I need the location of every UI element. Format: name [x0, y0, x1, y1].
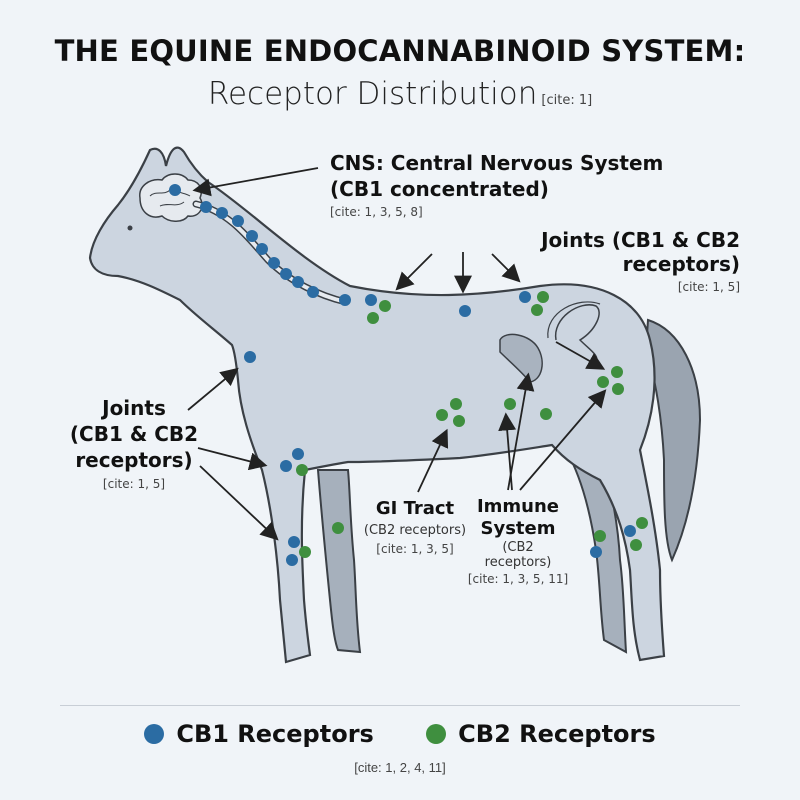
- cb1-dot: [459, 305, 471, 317]
- cb2-receptor-group: [296, 291, 648, 558]
- cb1-dot: [232, 215, 244, 227]
- cb2-legend-dot: [426, 724, 447, 744]
- cns-arrow: [192, 167, 319, 197]
- immune-label-sub1: (CB2: [502, 540, 534, 555]
- cb1-dot: [307, 286, 319, 298]
- joints-top-label: Joints (CB1 & CB2 receptors) [cite: 1, 5…: [430, 228, 740, 294]
- page-subtitle: Receptor Distribution[cite: 1]: [0, 76, 800, 112]
- joints-top-label-cite: [cite: 1, 5]: [677, 280, 740, 294]
- joints-top-arrow-1: [395, 253, 433, 291]
- legend-cite: [cite: 1, 2, 4, 11]: [354, 760, 446, 775]
- subtitle-cite: [cite: 1]: [541, 93, 593, 108]
- gi-label: GI Tract (CB2 receptors) [cite: 1, 3, 5]: [350, 498, 480, 556]
- cb1-dot: [624, 525, 636, 537]
- joints-top-arrow-3: [491, 253, 521, 283]
- cns-label-line2: (CB1 concentrated): [330, 177, 549, 201]
- immune-label-line2: System: [480, 518, 556, 539]
- joints-left-line2: (CB1 & CB2: [69, 422, 199, 446]
- cb1-legend-label: CB1 Receptors: [176, 720, 374, 748]
- cb2-dot: [296, 464, 308, 476]
- joints-left-arrow-3: [199, 465, 279, 541]
- cb1-dot: [256, 243, 268, 255]
- cb1-dot: [169, 184, 181, 196]
- intestine-icon: [555, 304, 600, 363]
- horse-eye: [127, 225, 133, 231]
- intestine-fold: [547, 301, 601, 339]
- cb2-dot: [379, 300, 391, 312]
- cns-label-line1: CNS: Central Nervous System: [330, 151, 664, 175]
- cb1-dot: [268, 257, 280, 269]
- brain-icon: [139, 173, 203, 222]
- cns-label-cite: [cite: 1, 3, 5, 8]: [330, 205, 423, 219]
- cb1-dot: [292, 276, 304, 288]
- cb2-dot: [636, 517, 648, 529]
- cb1-dot: [519, 291, 531, 303]
- cb2-legend-label: CB2 Receptors: [458, 720, 656, 748]
- cns-label: CNS: Central Nervous System (CB1 concent…: [330, 150, 663, 222]
- cb2-dot: [611, 366, 623, 378]
- joints-left-arrow-2: [197, 447, 268, 471]
- cb1-dot: [280, 268, 292, 280]
- cb1-legend-dot: [144, 724, 165, 744]
- joints-left-label: Joints (CB1 & CB2 receptors) [cite: 1, 5…: [54, 395, 214, 495]
- cb1-dot: [292, 448, 304, 460]
- immune-arrow-3: [519, 389, 607, 491]
- horse-tail: [644, 318, 702, 563]
- immune-label-cite: [cite: 1, 3, 5, 11]: [467, 572, 569, 586]
- horse-body: [88, 146, 666, 664]
- legend-divider: [60, 705, 740, 706]
- cb1-dot: [590, 546, 602, 558]
- cb1-dot: [244, 351, 256, 363]
- cb2-dot: [436, 409, 448, 421]
- joints-top-label-text: Joints (CB1 & CB2 receptors): [541, 228, 740, 276]
- cb2-dot: [594, 530, 606, 542]
- cb1-dot: [280, 460, 292, 472]
- cb1-dot: [200, 201, 212, 213]
- cb2-dot: [537, 291, 549, 303]
- joints-left-cite: [cite: 1, 5]: [102, 477, 166, 491]
- cb2-dot: [612, 383, 624, 395]
- legend: CB1 Receptors CB2 Receptors: [0, 720, 800, 750]
- cb1-receptor-group: [169, 184, 636, 566]
- legend-cb2: CB2 Receptors: [426, 720, 656, 748]
- cb1-dot: [216, 207, 228, 219]
- gi-arrow: [417, 428, 449, 493]
- cb1-dot: [339, 294, 351, 306]
- joints-left-line1: Joints: [102, 396, 166, 420]
- cb2-dot: [450, 398, 462, 410]
- joints-left-arrow-1: [187, 367, 239, 411]
- joints-left-line3: receptors): [75, 448, 193, 472]
- immune-label-sub2: receptors): [484, 555, 552, 570]
- cb1-dot: [365, 294, 377, 306]
- cb2-dot: [453, 415, 465, 427]
- cb2-dot: [597, 376, 609, 388]
- cb2-dot: [299, 546, 311, 558]
- cb2-dot: [630, 539, 642, 551]
- cb2-dot: [367, 312, 379, 324]
- immune-label-line1: Immune: [476, 496, 560, 517]
- immune-arrow-2: [498, 412, 517, 491]
- cb2-dot: [531, 304, 543, 316]
- stomach-icon: [499, 333, 543, 383]
- subtitle-text: Receptor Distribution: [207, 76, 538, 112]
- far-front-leg: [316, 469, 362, 654]
- cb1-dot: [286, 554, 298, 566]
- legend-cb1: CB1 Receptors: [144, 720, 374, 748]
- cb2-dot: [332, 522, 344, 534]
- intestine-arrow: [555, 341, 606, 370]
- immune-label: Immune System (CB2 receptors) [cite: 1, …: [458, 496, 578, 586]
- page-title: THE EQUINE ENDOCANNABINOID SYSTEM:: [54, 34, 746, 68]
- arrows: [187, 167, 607, 541]
- cb2-dot: [504, 398, 516, 410]
- cb1-dot: [246, 230, 258, 242]
- gi-label-head: GI Tract: [375, 498, 455, 519]
- cb2-dot: [540, 408, 552, 420]
- gi-label-cite: [cite: 1, 3, 5]: [376, 542, 454, 556]
- cb1-dot: [288, 536, 300, 548]
- gi-label-sub: (CB2 receptors): [363, 523, 467, 538]
